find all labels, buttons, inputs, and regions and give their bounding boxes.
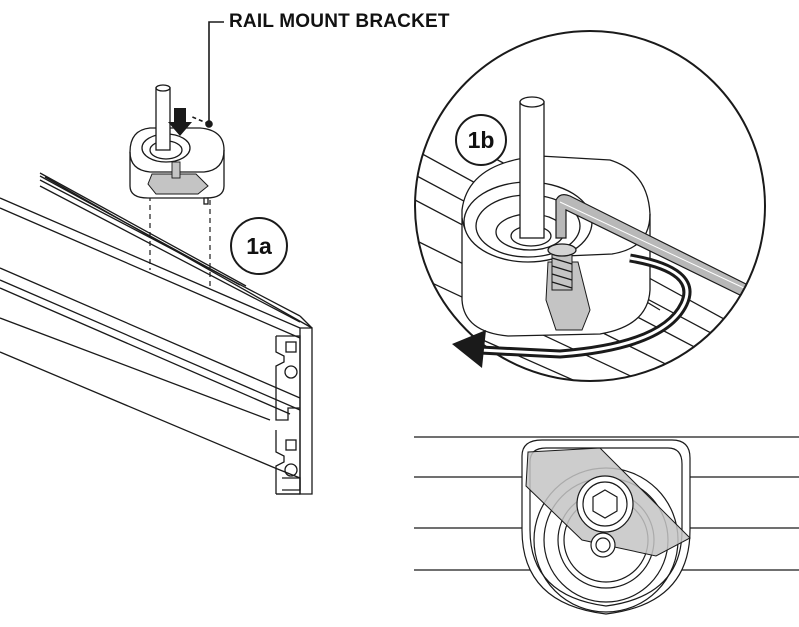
callout-leader [189, 21, 224, 128]
rail-profile [0, 172, 313, 495]
step-label-1b: 1b [468, 127, 495, 153]
down-arrow-icon [168, 108, 192, 136]
top-view [414, 436, 799, 615]
detail-view [414, 30, 766, 382]
rail-mount-bracket-label: RAIL MOUNT BRACKET [229, 11, 450, 32]
step-label-1a: 1a [246, 233, 272, 259]
alignment-guides [149, 196, 211, 290]
step-badge-1b: 1b [455, 114, 507, 166]
bracket-small [129, 84, 225, 205]
clockwise-arrow-icon [452, 253, 692, 368]
step-badge-1a: 1a [230, 217, 288, 275]
